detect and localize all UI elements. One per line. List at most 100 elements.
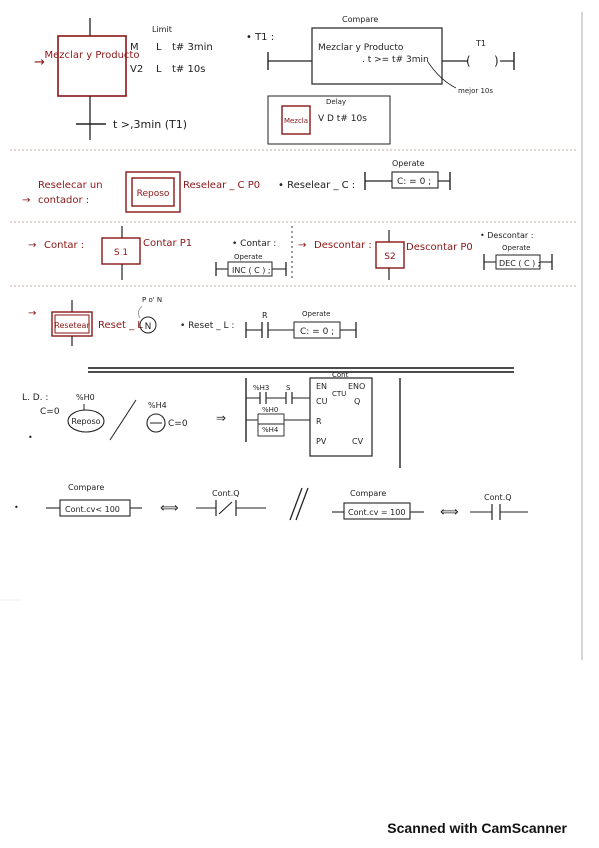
resetear-step-inner [54, 314, 90, 334]
action-header: Limit [152, 25, 172, 34]
equiv-icon-1: ⟺ [160, 501, 179, 516]
reposo-step-outer [125, 171, 181, 213]
divider-slash-1 [289, 487, 303, 521]
action-row-2-time: t# 10s [172, 64, 205, 75]
section-grafcet-step: → Mezclar y Producto t >,3min (T1) Limit… [34, 18, 213, 140]
compare-header: Compare [342, 15, 378, 24]
count-operate-expr: INC ( C ) ; [232, 266, 271, 275]
reset-bullet: • Reset _ L : [180, 321, 234, 331]
compare1-header: Compare [68, 483, 104, 492]
ctu-pin-eno: ENO [348, 382, 365, 391]
action-row-1-time: t# 3min [172, 42, 213, 53]
ld-contact-top: %H0 [76, 393, 95, 402]
count-label: Contar : [44, 240, 84, 251]
reset-operate-expr: C: = 0 ; [300, 327, 334, 337]
ld-in1-tag: S [286, 384, 291, 392]
compare1-expr: Cont.cv< 100 [65, 505, 120, 514]
ld-cond-right: C=0 [168, 419, 188, 429]
ld-in1: %H3 [253, 384, 269, 392]
ld-arrow: ⇒ [216, 411, 226, 425]
ld-circle-mid [146, 413, 166, 433]
t1-prefix: • T1 : [246, 32, 274, 43]
action-row-2-action: L [156, 64, 162, 75]
divider-slash-2 [295, 487, 309, 521]
ld-in3-box [257, 423, 285, 437]
reset-action: Reset _ L [98, 320, 143, 331]
stray-dot: • [14, 503, 19, 512]
discount-step-label: S2 [384, 252, 395, 262]
delay-action: V D t# 10s [318, 114, 367, 124]
coil-label: T1 [475, 39, 486, 48]
reposo-step-label: Reposo [137, 189, 170, 199]
count-step-label: S 1 [114, 248, 128, 258]
reset-label-line1: Reselecar un [38, 180, 103, 191]
ld-label: L. D. : [22, 393, 48, 403]
action-row-1-action: L [156, 42, 162, 53]
arrow-icon: → [22, 195, 30, 206]
reset-operate-header: Operate [302, 310, 330, 318]
operate-header: Operate [392, 159, 425, 168]
t1-compare-block: • T1 : Compare Mezclar y Producto . t >=… [246, 15, 515, 95]
ctu-pin-pv: PV [316, 437, 327, 446]
qualifier-circle [139, 316, 157, 334]
discount-operate-expr: DEC ( C ) ; [499, 259, 541, 268]
discount-label: Descontar : [314, 240, 372, 251]
contact2-label: Cont.Q [484, 493, 512, 502]
discount-operate-header: Operate [502, 244, 530, 252]
step-label: Mezclar y Producto [45, 50, 140, 61]
discount-step-box [375, 241, 405, 269]
action-row-2-qualifier: V2 [130, 64, 143, 75]
compare2-expr: Cont.cv = 100 [348, 508, 405, 517]
contact1-label: Cont.Q [212, 489, 240, 498]
ld-contact-mid: %H4 [148, 401, 167, 410]
compare-box [311, 27, 443, 85]
ctu-pin-cu: CU [316, 397, 328, 406]
action-row-1-qualifier: M [130, 42, 139, 53]
delay-step-box [281, 105, 311, 135]
qualifier-annotation: P o' N [142, 296, 162, 304]
ctu-pin-q: Q [354, 397, 360, 406]
section-count: → Contar : S 1 Contar P1 • Contar : Oper… [28, 226, 553, 280]
ctu-block [309, 377, 373, 457]
section-reset: → Resetear Reset _ L N P o' N • Reset _ … [28, 296, 357, 346]
reset-action: Reselear _ C P0 [183, 180, 260, 191]
reset-bullet: • Reselear _ C : [278, 180, 355, 191]
operate-box [391, 171, 439, 189]
reposo-step-inner [131, 177, 175, 207]
arrow-icon: → [34, 55, 45, 70]
delay-header: Delay [326, 98, 346, 106]
compare2-header: Compare [350, 489, 386, 498]
discount-bullet: • Descontar : [480, 231, 533, 240]
ld-step-left-label: Reposo [71, 417, 100, 426]
ctu-header: Cont [332, 371, 349, 379]
ctu-pin-r: R [316, 417, 322, 426]
equiv-icon-2: ⟺ [440, 505, 459, 520]
count-operate-header: Operate [234, 253, 262, 261]
ld-in2: %H0 [262, 406, 278, 414]
compare2-box [343, 502, 411, 520]
transition-label: t >,3min (T1) [113, 118, 187, 131]
reset-contact-label: R [262, 311, 268, 320]
reset-qualifier: N [145, 322, 152, 332]
ld-slash [109, 399, 137, 441]
ld-cond-c: C=0 [40, 407, 60, 417]
count-step-box [101, 237, 141, 265]
compare-step: Mezclar y Producto [318, 43, 404, 53]
arrow-icon: → [28, 240, 36, 251]
scanner-watermark: Scanned with CamScanner [387, 820, 567, 836]
operate-expr: C: = 0 ; [397, 177, 431, 187]
ld-in3: %H4 [262, 426, 279, 434]
ctu-pin-cv: CV [352, 437, 364, 446]
discount-action: Descontar P0 [406, 242, 473, 253]
delay-frame [267, 95, 391, 145]
arrow-icon: → [298, 240, 306, 251]
ctu-pin-en: EN [316, 382, 327, 391]
compare-expr: . t >= t# 3min [362, 55, 429, 65]
count-action: Contar P1 [143, 238, 192, 249]
count-bullet: • Contar : [232, 239, 276, 249]
reset-label-line2: contador : [38, 195, 89, 206]
ctu-name: CTU [332, 390, 346, 398]
arrow-icon: → [28, 308, 36, 319]
section-compare-equivalence: • Compare Cont.cv< 100 ⟺ Cont.Q Compare … [14, 483, 528, 521]
